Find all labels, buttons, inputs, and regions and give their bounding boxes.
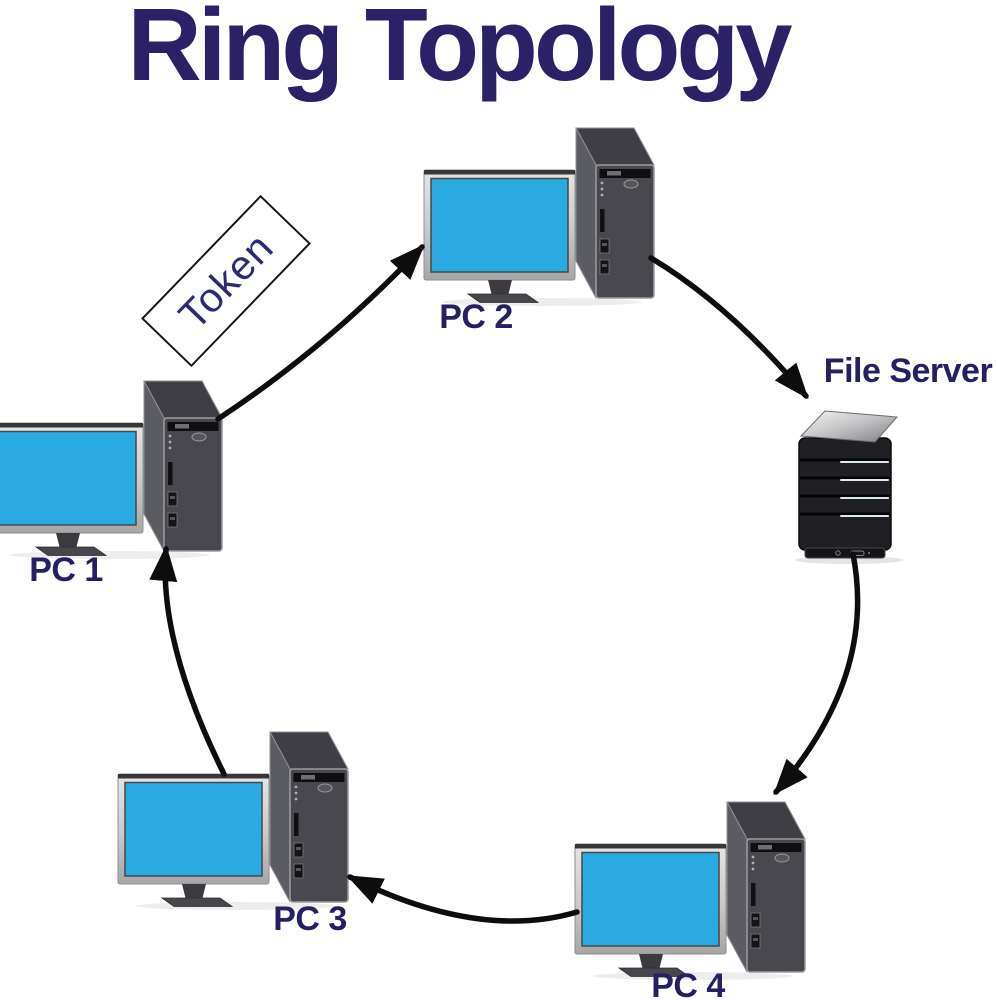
file-server-tower: [793, 409, 905, 566]
pc1-label: PC 1: [29, 551, 103, 589]
pc2-computer: [423, 127, 655, 307]
file-server-label: File Server: [823, 352, 993, 390]
diagram-title: Ring Topology: [127, 0, 792, 102]
arrow-fileserver-to-pc4: [773, 551, 861, 796]
arrow-pc1-to-pc2: [215, 244, 425, 422]
arrow-pc4-to-pc3: [346, 874, 580, 924]
pc1-computer: [0, 380, 223, 560]
arrow-pc3-to-pc1: [149, 545, 227, 777]
pc2-label: PC 2: [439, 298, 513, 336]
arrow-pc2-to-fileserver: [648, 255, 809, 400]
pc4-label: PC 4: [651, 967, 725, 1000]
pc4-computer: [574, 801, 806, 981]
pc3-computer: [117, 731, 349, 911]
pc3-label: PC 3: [273, 900, 347, 938]
